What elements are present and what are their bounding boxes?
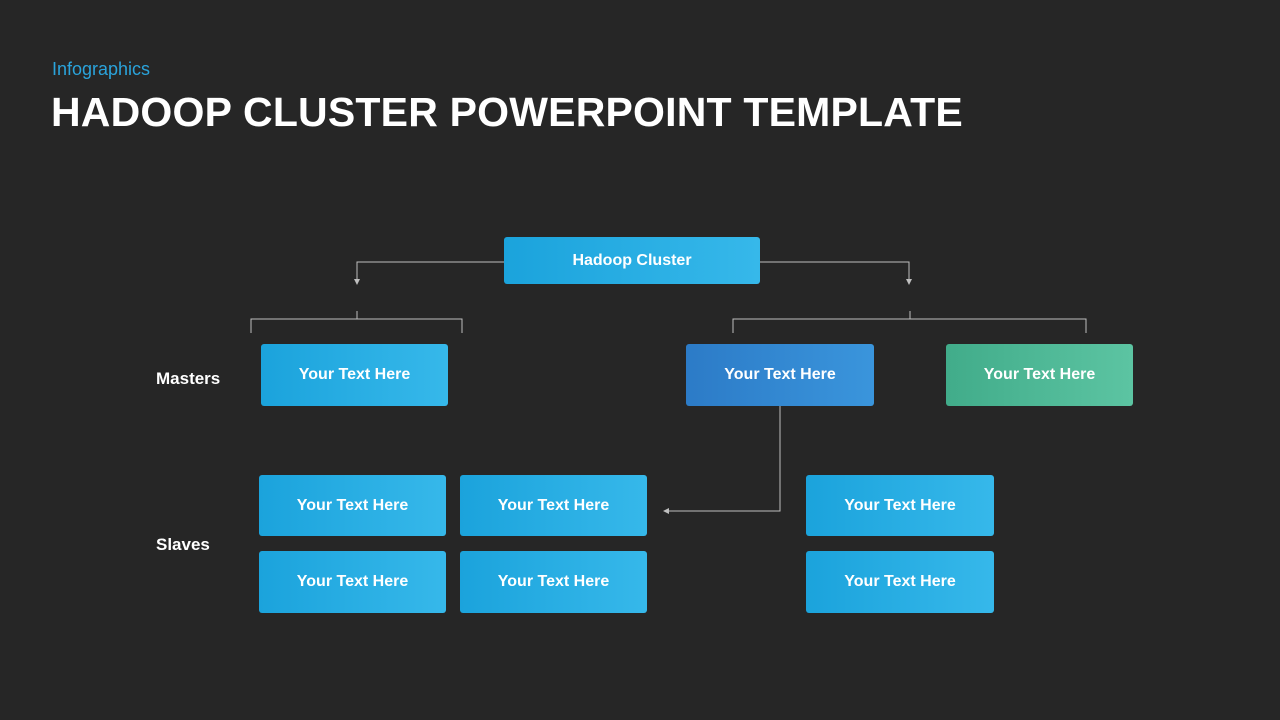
slave-node-6[interactable]: Your Text Here <box>806 551 994 613</box>
bracket-right <box>732 311 1087 333</box>
slide-subtitle: Infographics <box>52 59 151 79</box>
master-node-right[interactable]: Your Text Here <box>946 344 1133 406</box>
slide-title: HADOOP CLUSTER POWERPOINT TEMPLATE <box>51 89 963 135</box>
connector-root-right <box>760 261 912 285</box>
slave-node-3[interactable]: Your Text Here <box>806 475 994 536</box>
bracket-left <box>250 311 463 333</box>
slaves-label: Slaves <box>156 535 210 554</box>
connector-root-left <box>354 261 504 285</box>
master-node-middle[interactable]: Your Text Here <box>686 344 874 406</box>
slave-node-2[interactable]: Your Text Here <box>460 475 647 536</box>
slave-node-1[interactable]: Your Text Here <box>259 475 446 536</box>
slave-node-5[interactable]: Your Text Here <box>460 551 647 613</box>
master-node-left[interactable]: Your Text Here <box>261 344 448 406</box>
masters-label: Masters <box>156 369 221 388</box>
connector-master-to-slaves <box>663 406 781 514</box>
hadoop-cluster-node[interactable]: Hadoop Cluster <box>504 237 760 284</box>
slave-node-4[interactable]: Your Text Here <box>259 551 446 613</box>
